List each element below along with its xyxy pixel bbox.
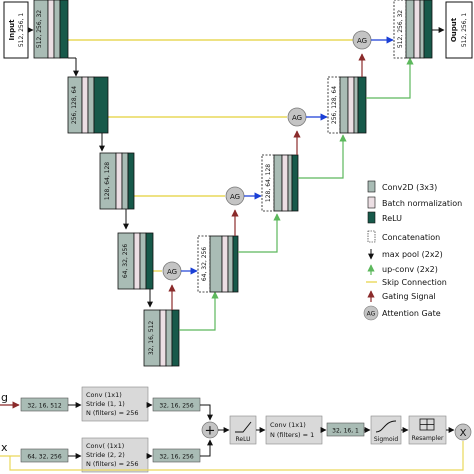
ag-g-conv-line-2: Stride (1, 1): [86, 400, 125, 408]
attention-gate-detail: g 32, 16, 512 Conv (1x1) Stride (1, 1) N…: [0, 386, 472, 473]
ag-relu-box: [229, 415, 257, 445]
ag-psi-conv-line-2: N (filters) = 1: [270, 431, 314, 439]
ag-g-label: g: [1, 391, 8, 404]
legend-conv-swatch: [367, 180, 376, 193]
ag-x-input-dims: 64, 32, 256: [27, 454, 62, 461]
attention-gate-2: AG: [287, 107, 307, 127]
legend-ag-icon-label: AG: [367, 311, 376, 318]
encoder-dims-4: 64, 32, 256: [122, 244, 129, 279]
decoder-dims-4: 512, 256, 32: [397, 10, 404, 48]
ag-label-3: AG: [230, 193, 240, 201]
legend-upconv-label: up-conv (2x2): [382, 265, 438, 274]
encoder-dims-1: 512, 256, 32: [36, 10, 43, 48]
encoder-block-2: 256, 128, 64: [67, 76, 109, 134]
encoder-dims-2: 256, 128, 64: [71, 86, 78, 124]
output-block: Ouput 512, 256, 1: [445, 1, 473, 59]
legend-skip-label: Skip Connection: [382, 278, 447, 287]
decoder-block-3: 256, 128, 64: [327, 76, 367, 134]
ag-psi-conv-box: [265, 415, 323, 445]
input-block: Input 512, 256, 1: [3, 1, 29, 59]
encoder-block-1: 512, 256, 32: [33, 0, 69, 59]
ag-g-conv-line-3: N (filters) = 256: [86, 409, 139, 417]
decoder-dims-2: 128, 64, 128: [265, 164, 272, 202]
encoder-block-4: 64, 32, 256: [117, 232, 154, 290]
attention-gate-4: AG: [162, 261, 182, 281]
legend-concat-label: Concatenation: [382, 233, 440, 242]
input-dims: 512, 256, 1: [18, 13, 25, 48]
decoder-block-4: 512, 256, 32: [393, 0, 433, 59]
legend-relu-swatch: [367, 211, 376, 224]
ag-psi-conv-line-1: Conv (1x1): [270, 421, 306, 429]
legend-ag-icon: [363, 305, 379, 321]
skip-connections: [68, 39, 353, 272]
legend-maxpool-label: max pool (2x2): [382, 250, 443, 259]
ag-x-out-dims: 32, 16, 256: [159, 454, 194, 461]
upconv-arrow-2: [238, 213, 281, 253]
legend-concat-swatch: [367, 230, 376, 243]
bottleneck-block: 32, 16, 512: [143, 309, 180, 367]
ag-g-conv-line-1: Conv (1x1): [86, 391, 122, 399]
ag-x-label: x: [1, 441, 8, 454]
ag-x-conv-line-1: Conv( (1x1): [86, 442, 124, 450]
sigmoid-curve-icon: [375, 420, 397, 433]
upconv-arrow-4: [366, 57, 414, 99]
encoder-dims-3: 128, 64, 128: [104, 162, 111, 200]
grid-icon: [419, 418, 435, 431]
ag-sum-symbol: +: [205, 424, 216, 439]
upconv-arrow-1: [179, 291, 219, 331]
input-label: Input: [8, 19, 16, 41]
relu-curve-icon: [235, 421, 252, 433]
ag-multiply-node: [454, 423, 472, 441]
bottleneck-dims: 32, 16, 512: [148, 321, 155, 356]
ag-sigmoid-label: Sigmoid: [374, 436, 398, 443]
ag-g-out-dims: 32, 16, 256: [159, 403, 194, 410]
ag-psi-dims: 32, 16, 1: [332, 428, 359, 435]
output-dims: 512, 256, 1: [461, 13, 468, 48]
ag-label-1: AG: [357, 37, 367, 45]
upconv-arrow-3: [298, 134, 347, 179]
output-label: Ouput: [450, 17, 458, 42]
decoder-block-2: 128, 64, 128: [261, 154, 299, 212]
ag-x-conv-line-2: Stride (2, 2): [86, 451, 125, 459]
ag-g-conv-box: [81, 386, 149, 422]
legend-conv-label: Conv2D (3x3): [382, 183, 437, 192]
attention-gate-3: AG: [225, 186, 245, 206]
ag-x-skip-line: [9, 441, 464, 471]
legend-batchnorm-swatch: [367, 196, 376, 209]
ag-label-4: AG: [167, 268, 177, 276]
legend-relu-label: ReLU: [382, 214, 402, 223]
ag-relu-label: ReLU: [235, 436, 250, 443]
legend-gating-label: Gating Signal: [382, 292, 436, 301]
ag-label-2: AG: [292, 114, 302, 122]
decoder-block-1: 64, 32, 256: [197, 235, 239, 293]
encoder-block-3: 128, 64, 128: [99, 152, 135, 210]
legend-batchnorm-label: Batch normalization: [382, 199, 462, 208]
legend: Conv2D (3x3) Batch normalization ReLU Co…: [363, 180, 462, 321]
ag-g-to-sum-arrow: [200, 404, 213, 421]
ag-x-to-sum-arrow: [200, 439, 213, 457]
legend-ag-label: Attention Gate: [382, 309, 441, 318]
ag-resampler-label: Resampler: [412, 435, 444, 442]
ag-g-input-dims: 32, 16, 512: [27, 403, 62, 410]
ag-x-conv-line-3: N (filters) = 256: [86, 460, 139, 468]
decoder-dims-3: 256, 128, 64: [331, 86, 338, 124]
decoder-dims-1: 64, 32, 256: [201, 247, 208, 282]
ag-multiply-symbol: X: [460, 428, 467, 439]
attention-gate-1: AG: [352, 30, 372, 50]
